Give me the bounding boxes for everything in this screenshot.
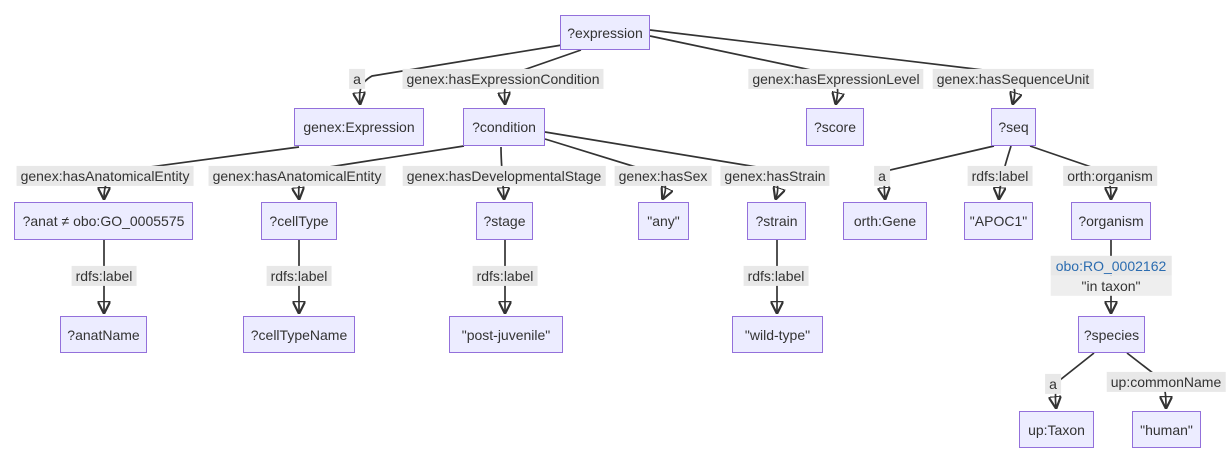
edge-label-has-expression-condition: genex:hasExpressionCondition [402, 68, 604, 90]
obo-ro-0002162-link[interactable]: obo:RO_0002162 [1050, 255, 1172, 276]
node-orth-gene: orth:Gene [843, 202, 927, 240]
edge-label-rdfs-label-cell-type: rdfs:label [266, 265, 332, 287]
node-species: ?species [1078, 316, 1145, 353]
edge-label-rdfs-label-seq: rdfs:label [967, 165, 1033, 187]
node-anat: ?anat ≠ obo:GO_0005575 [14, 202, 193, 240]
edge-label-a-gene-type: a [874, 165, 890, 187]
node-expression: ?expression [560, 15, 650, 50]
edge-label-has-anatomical-entity-1: genex:hasAnatomicalEntity [16, 165, 194, 187]
node-condition: ?condition [463, 108, 545, 146]
node-up-taxon: up:Taxon [1019, 411, 1094, 448]
edge-label-in-taxon: obo:RO_0002162 "in taxon" [1050, 255, 1172, 297]
edge-label-has-sex: genex:hasSex [614, 165, 712, 187]
node-apoc1: "APOC1" [964, 202, 1033, 240]
node-cell-type: ?cellType [261, 202, 337, 240]
node-genex-expression: genex:Expression [294, 108, 424, 146]
edge-label-rdfs-label-anat: rdfs:label [71, 265, 137, 287]
edge-label-has-sequence-unit: genex:hasSequenceUnit [932, 68, 1094, 90]
edge-expression-to-seq [649, 29, 1015, 103]
node-human: "human" [1132, 411, 1201, 448]
edge-label-has-expression-level: genex:hasExpressionLevel [748, 68, 924, 90]
edge-label-has-developmental-stage: genex:hasDevelopmentalStage [402, 165, 606, 187]
edge-label-orth-organism: orth:organism [1063, 165, 1157, 187]
node-stage: ?stage [476, 202, 533, 240]
node-strain: ?strain [747, 202, 806, 240]
edge-label-a-taxon-type: a [1045, 373, 1061, 395]
node-seq: ?seq [991, 108, 1036, 146]
node-post-juvenile: "post-juvenile" [449, 316, 563, 353]
edge-label-up-common-name: up:commonName [1106, 371, 1226, 393]
node-any: "any" [638, 202, 689, 240]
node-organism: ?organism [1071, 202, 1151, 240]
in-taxon-text: "in taxon" [1050, 276, 1172, 297]
edge-species-to-up-taxon [1055, 352, 1095, 407]
edge-label-rdfs-label-stage: rdfs:label [472, 265, 538, 287]
edge-label-a-expression-type: a [349, 68, 365, 90]
node-cell-type-name: ?cellTypeName [243, 316, 355, 353]
node-wild-type: "wild-type" [732, 316, 823, 353]
node-score: ?score [806, 108, 864, 146]
edge-label-has-anatomical-entity-2: genex:hasAnatomicalEntity [208, 165, 386, 187]
node-anat-name: ?anatName [60, 316, 147, 353]
edge-label-rdfs-label-strain: rdfs:label [743, 265, 809, 287]
edge-label-has-strain: genex:hasStrain [720, 165, 830, 187]
